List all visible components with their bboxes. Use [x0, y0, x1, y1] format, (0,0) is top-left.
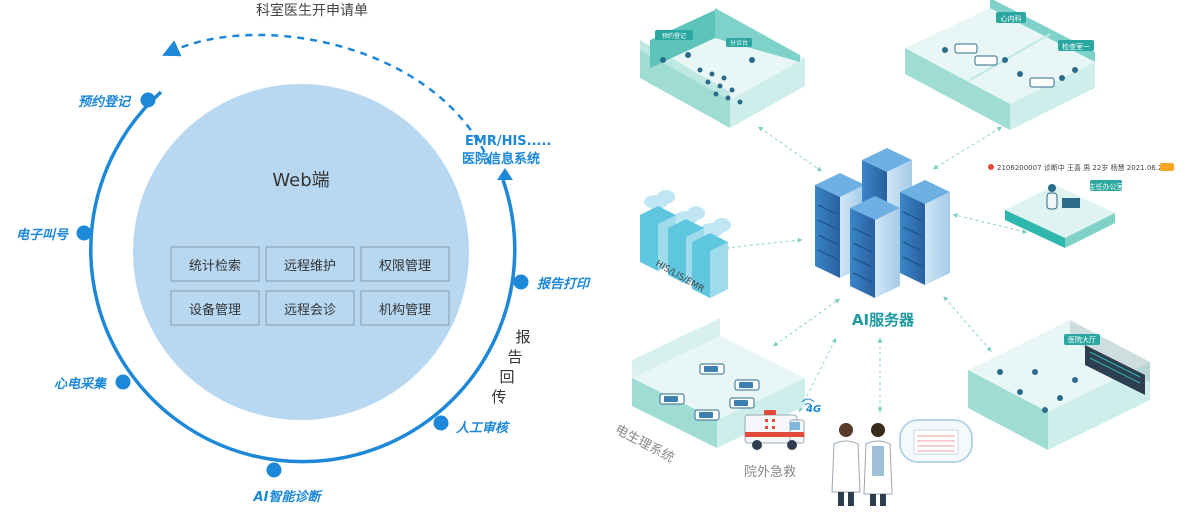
module-box-org[interactable] — [360, 290, 450, 326]
link-ambulance — [798, 337, 837, 413]
dept-room-cardiology: 心内科 检查室一 — [905, 0, 1095, 130]
ai-server-cluster: AI服务器 — [815, 148, 950, 329]
module-box-consult[interactable] — [265, 290, 355, 326]
module-grid: 统计检索 远程维护 权限管理 设备管理 远程会诊 机构管理 — [170, 246, 450, 326]
report-bubble — [899, 419, 973, 463]
emr-label-line2: 医院信息系统 — [462, 151, 540, 167]
physio-label: 电生理系统 — [612, 422, 676, 466]
cycle-steps: 预约登记 电子叫号 心电采集 AI智能诊断 人工审核 报告打印 — [16, 92, 591, 505]
report-return-char-2: 告 — [507, 348, 522, 366]
step-label-ecg-collect: 心电采集 — [54, 376, 108, 392]
emergency-label: 院外急救 — [744, 464, 796, 480]
dept-sign-2: 分诊台 — [730, 39, 748, 47]
module-label-org: 机构管理 — [379, 303, 431, 318]
office-sign: 主任办公室 — [1089, 182, 1124, 191]
ambulance: 4G 院外急救 — [744, 398, 821, 480]
module-box-device[interactable] — [170, 290, 260, 326]
step-dot-ai-diagnosis — [266, 462, 282, 478]
link-physio — [772, 298, 841, 347]
module-label-permission: 权限管理 — [379, 258, 431, 274]
link-hall — [943, 296, 992, 352]
top-caption: 科室医生开申请单 — [256, 2, 368, 19]
doctor-figures — [831, 419, 973, 506]
dept-sign-1: 预约登记 — [662, 32, 686, 40]
patient-status-bar: 2106200007 诊断中 王喜 男 22岁 杨慧 2021.06.26 — [997, 163, 1167, 172]
emr-label-line1: EMR/HIS..... — [465, 134, 551, 149]
request-dashed-arrow — [162, 33, 492, 165]
hall-sign: 医院大厅 — [1068, 335, 1096, 344]
server-rack-3 — [900, 180, 950, 285]
cycle-ring — [89, 90, 517, 464]
ai-server-label: AI服务器 — [852, 311, 915, 329]
link-his — [723, 237, 803, 251]
report-return-char-1: 报 — [515, 328, 530, 346]
module-box-permission[interactable] — [360, 246, 450, 282]
hospital-hall: 医院大厅 — [968, 320, 1150, 450]
report-return-char-3: 回 — [499, 368, 514, 386]
connector-lines — [723, 126, 1028, 413]
module-label-consult: 远程会诊 — [284, 303, 336, 318]
link-dept-2 — [932, 126, 1003, 170]
physio-ward: 电生理系统 — [612, 318, 805, 466]
step-label-report-print: 报告打印 — [537, 276, 591, 292]
dept-room-registration: 预约登记 分诊台 — [640, 8, 805, 128]
link-office — [952, 213, 1028, 234]
report-return-arrowhead — [497, 168, 513, 180]
module-label-device: 设备管理 — [189, 302, 241, 318]
his-server-cluster: HIS/LIS/EMR — [640, 190, 731, 298]
module-box-stats[interactable] — [170, 246, 260, 282]
network-diagram: 预约登记 分诊台 心内科 检查室一 — [612, 0, 1174, 506]
dept-sign-4: 检查室一 — [1062, 42, 1090, 51]
link-dept-1 — [757, 126, 823, 172]
step-label-ai-diagnosis: AI智能诊断 — [253, 489, 324, 505]
module-label-remote-maint: 远程维护 — [284, 259, 336, 274]
workflow-cycle: 科室医生开申请单 Web端 统计检索 远程维护 权限管理 设备管理 远程会诊 机… — [16, 2, 591, 505]
module-label-stats: 统计检索 — [189, 259, 241, 274]
step-label-appointment: 预约登记 — [78, 94, 132, 110]
step-dot-ecg-collect — [115, 374, 131, 390]
signal-badge: 4G — [805, 404, 821, 415]
step-dot-report-print — [513, 274, 529, 290]
dept-sign-3: 心内科 — [1001, 14, 1022, 23]
step-dot-manual-review — [433, 415, 449, 431]
step-dot-appointment — [140, 92, 156, 108]
web-circle — [133, 84, 469, 420]
web-title: Web端 — [272, 170, 329, 191]
module-box-remote-maint[interactable] — [265, 246, 355, 282]
director-office: 2106200007 诊断中 王喜 男 22岁 杨慧 2021.06.26 主任… — [988, 163, 1174, 248]
step-label-manual-review: 人工审核 — [456, 420, 511, 436]
step-label-queue: 电子叫号 — [16, 227, 69, 243]
report-return-label: 报 告 回 传 — [491, 328, 530, 406]
step-dot-queue — [76, 225, 92, 241]
server-rack-4 — [850, 196, 900, 298]
report-return-char-4: 传 — [491, 388, 506, 406]
